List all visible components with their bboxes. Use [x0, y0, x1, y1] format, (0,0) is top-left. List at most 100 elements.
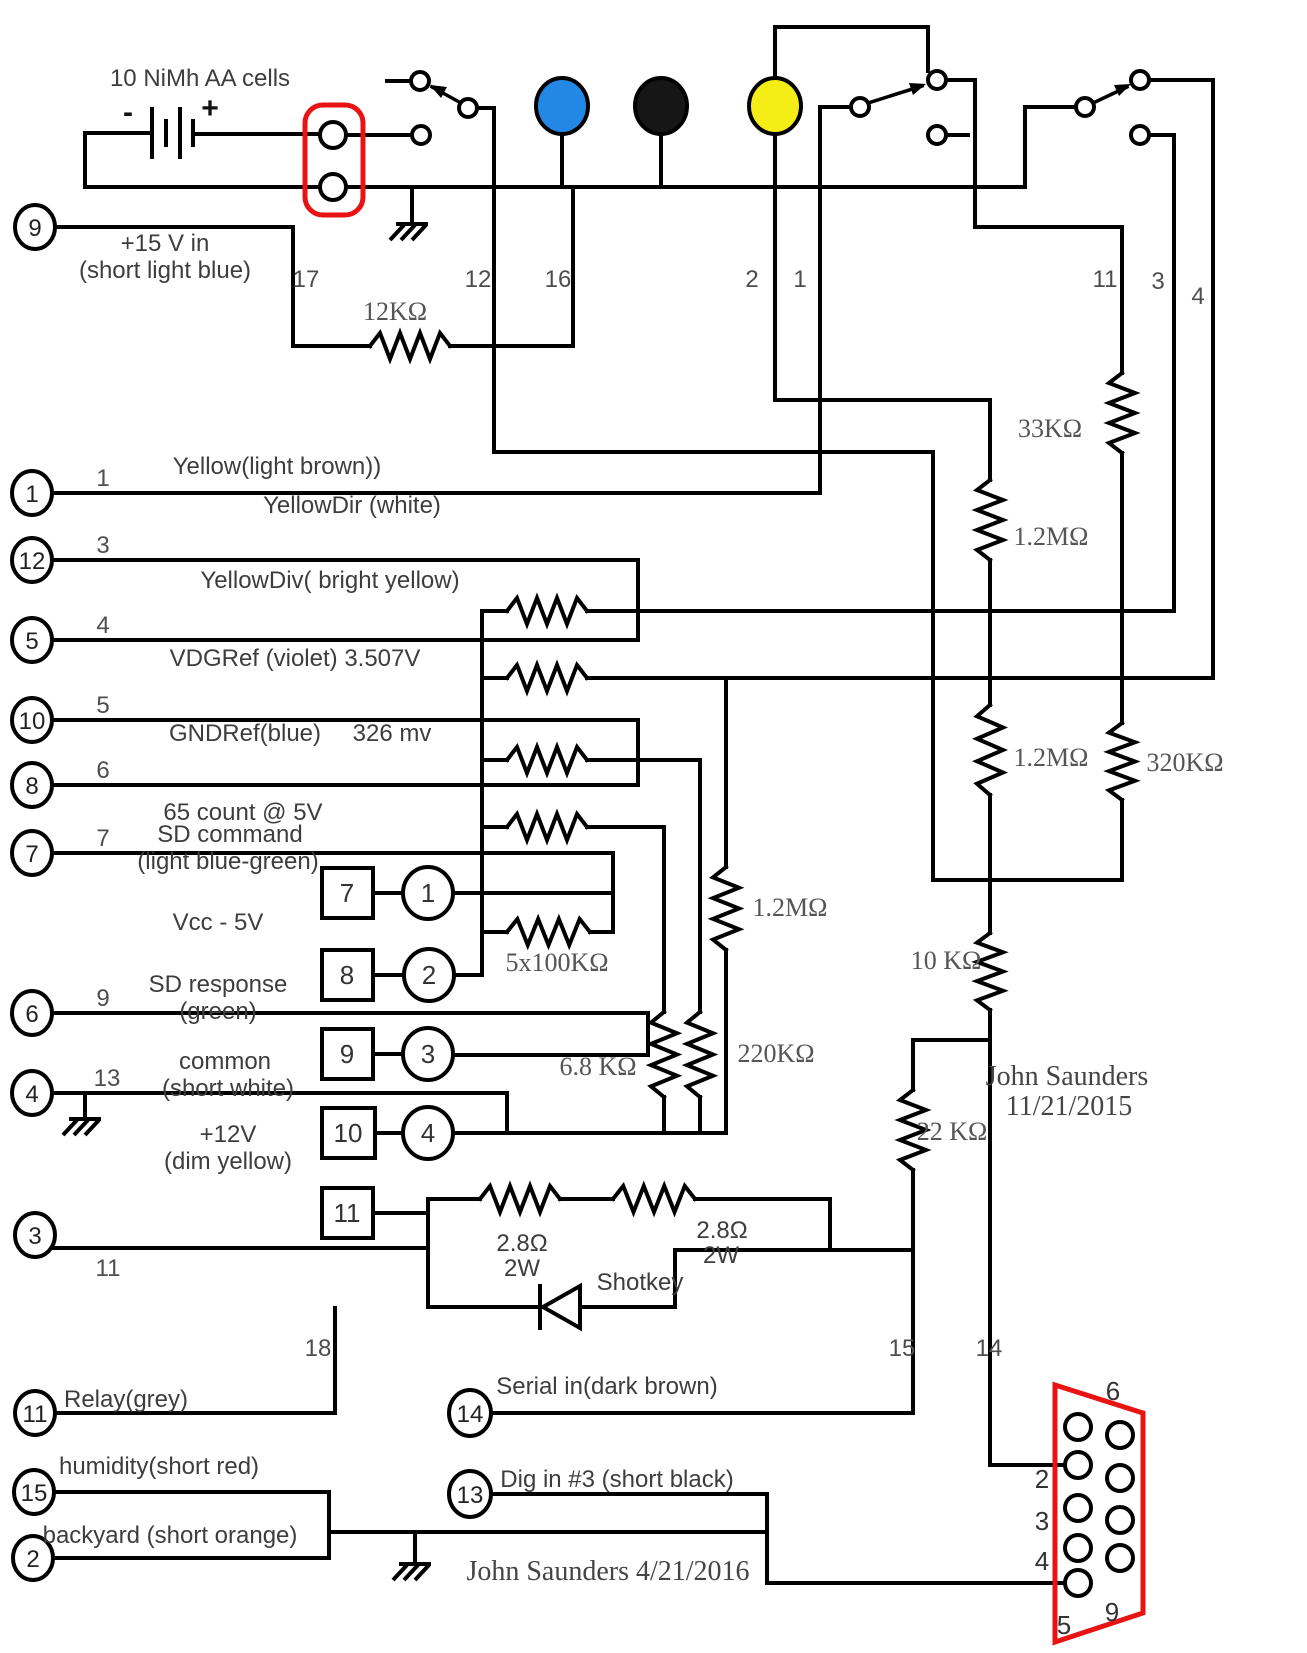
wire-number-labels: 17 12 16 2 1 11 3 4 1 3 4 5 6 7 9 13 11 …: [94, 266, 1205, 1362]
r320k-value: 320KΩ: [1146, 748, 1223, 777]
svg-text:2: 2: [26, 1546, 39, 1573]
ground-icon: [61, 1117, 103, 1137]
pin-square-10: 10: [320, 1106, 377, 1160]
signatures: John Saunders 11/21/2015 John Saunders 4…: [466, 1061, 1148, 1587]
r100k-value: 5x100KΩ: [505, 948, 608, 977]
node-12: 12: [10, 536, 54, 584]
wire-13-left: 13: [94, 1065, 121, 1092]
node-9: 9: [13, 203, 57, 251]
node-6: 6: [10, 989, 54, 1037]
r2r8b-value: 2.8Ω: [696, 1217, 747, 1244]
svg-text:6: 6: [25, 1001, 38, 1028]
db9-pins: [1063, 1412, 1135, 1598]
battery-connector: [302, 102, 366, 218]
node-7: 7: [10, 829, 54, 877]
common-line2: (short white): [162, 1075, 294, 1102]
svg-text:4: 4: [25, 1081, 38, 1108]
blue-led: [534, 76, 590, 136]
svg-text:1: 1: [25, 481, 38, 508]
db9-pin9-label: 9: [1105, 1597, 1119, 1627]
svg-text:10: 10: [19, 708, 46, 735]
svg-text:9: 9: [28, 215, 41, 242]
signal-labels: +15 V in (short light blue) Yellow(light…: [43, 230, 734, 1549]
common-line1: common: [179, 1048, 271, 1075]
r22k-value: 22 KΩ: [917, 1117, 988, 1146]
svg-text:14: 14: [457, 1401, 484, 1428]
node-1: 1: [10, 469, 54, 517]
svg-text:13: 13: [457, 1482, 484, 1509]
db9-pin4-label: 4: [1035, 1546, 1049, 1576]
svg-text:9: 9: [340, 1039, 354, 1069]
sdcmd-line1: SD command: [157, 821, 302, 848]
db9-pin3-label: 3: [1035, 1506, 1049, 1536]
yellow-label: Yellow(light brown)): [173, 453, 382, 480]
wire-18: 18: [305, 1335, 332, 1362]
svg-text:7: 7: [25, 841, 38, 868]
svg-text:11: 11: [23, 1401, 48, 1428]
switch-2: [849, 69, 948, 146]
r6k8-value: 6.8 KΩ: [559, 1052, 636, 1081]
node-5: 5: [10, 616, 54, 664]
node-15: 15: [12, 1468, 56, 1516]
ground-icon: [388, 222, 430, 242]
svg-text:1: 1: [421, 878, 435, 908]
wire-6-left: 6: [96, 757, 109, 784]
wire-17: 17: [293, 266, 320, 293]
db9-connector: 6 2 3 4 5 9: [1035, 1376, 1146, 1646]
wire-9-left: 9: [96, 985, 109, 1012]
switch-3: [1074, 69, 1151, 146]
shotkey-label: Shotkey: [597, 1269, 684, 1296]
r1m2c-value: 1.2MΩ: [753, 893, 828, 922]
db9-pin6-label: 6: [1106, 1376, 1120, 1406]
count-label: 65 count @ 5V: [163, 799, 322, 826]
node-2: 2: [11, 1534, 55, 1582]
sdcmd-line2: (light blue-green): [137, 848, 318, 875]
ic-pin-blocks: 7 8 9 10 11 1 2 3 4: [320, 865, 456, 1240]
p12v-line2: (dim yellow): [164, 1148, 292, 1175]
node-8: 8: [10, 761, 54, 809]
svg-text:3: 3: [28, 1223, 41, 1250]
yellowdir-label: YellowDir (white): [263, 492, 441, 519]
switch-1: [409, 70, 479, 146]
sdresp-line1: SD response: [149, 971, 288, 998]
r220k-value: 220KΩ: [737, 1039, 814, 1068]
svg-text:10: 10: [334, 1118, 363, 1148]
r2r8b-watt: 2W: [703, 1242, 739, 1269]
ring-terminal-1: 1: [401, 865, 455, 921]
wire-5-left: 5: [96, 692, 109, 719]
sdresp-line2: (green): [179, 998, 256, 1025]
svg-text:2: 2: [422, 960, 436, 990]
wire-3-right: 3: [1151, 268, 1164, 295]
db9-pin5-label: 5: [1057, 1610, 1071, 1640]
power-line1: +15 V in: [121, 230, 210, 257]
svg-text:8: 8: [25, 773, 38, 800]
yellowdiv-label: YellowDiv( bright yellow): [200, 567, 459, 594]
wire-16: 16: [545, 266, 572, 293]
wire-3-left: 3: [96, 532, 109, 559]
serial-label: Serial in(dark brown): [496, 1373, 717, 1400]
svg-text:15: 15: [21, 1480, 48, 1507]
ground-icon: [391, 1562, 433, 1582]
wire-7-left: 7: [96, 825, 109, 852]
pin-square-9: 9: [320, 1027, 375, 1081]
schottky-diode: [538, 1282, 582, 1332]
battery-label: 10 NiMh AA cells: [110, 65, 290, 92]
svg-text:11: 11: [334, 1198, 361, 1228]
ring-terminal-3: 3: [401, 1026, 455, 1082]
wire-11-right: 11: [1093, 266, 1118, 293]
value-labels: 12KΩ 33KΩ 1.2MΩ 1.2MΩ 320KΩ 1.2MΩ 10 KΩ …: [363, 297, 1224, 1282]
wire-4-left: 4: [96, 612, 109, 639]
gndref-mv: 326 mv: [353, 720, 432, 747]
signature-bottom: John Saunders 4/21/2016: [466, 1556, 749, 1587]
humidity-label: humidity(short red): [59, 1453, 259, 1480]
node-10: 10: [10, 696, 54, 744]
wire-1: 1: [793, 266, 806, 293]
r2r8a-value: 2.8Ω: [496, 1230, 547, 1257]
node-3: 3: [13, 1211, 57, 1259]
r12k-value: 12KΩ: [363, 297, 427, 326]
r2r8a-watt: 2W: [504, 1255, 540, 1282]
black-led: [633, 76, 689, 136]
svg-text:5: 5: [25, 628, 38, 655]
